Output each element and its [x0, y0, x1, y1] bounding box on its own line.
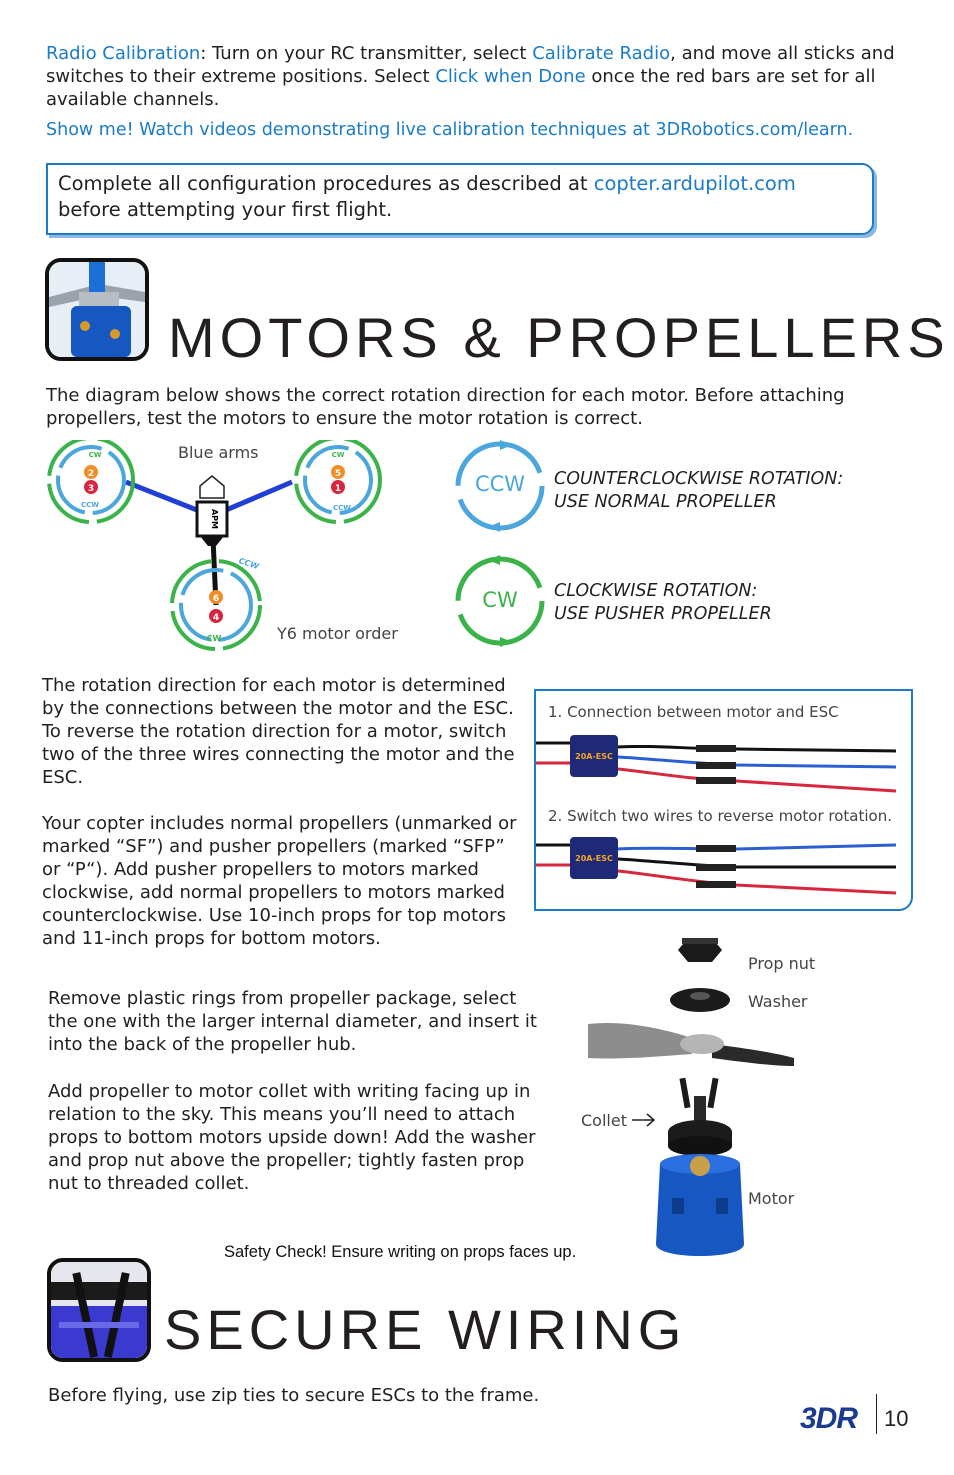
page-number: 10 [884, 1406, 909, 1431]
washer-label: Washer [748, 992, 808, 1011]
motor-icon [656, 1154, 744, 1256]
show-me-link[interactable]: Show me! Watch videos demonstrating live… [46, 120, 854, 140]
ardupilot-link[interactable]: copter.ardupilot.com [593, 172, 796, 195]
footer-divider [876, 1394, 877, 1434]
esc-caption-1: 1. Connection between motor and ESC [548, 703, 839, 721]
motor-group-left: 2 3 CW CCW [47, 440, 135, 524]
propeller-assembly-illustration [588, 938, 794, 1256]
apm-label: APM [210, 509, 219, 529]
secure-wiring-title: SECURE WIRING [164, 1298, 687, 1361]
radio-calibration-term: Radio Calibration [46, 43, 201, 64]
prop-nut-label: Prop nut [748, 954, 816, 973]
cw-label-left: CW [89, 451, 102, 459]
cw-badge: CW [482, 588, 518, 612]
motor-photo-icon [45, 258, 149, 361]
radio-calibration-paragraph: Radio Calibration: Turn on your RC trans… [46, 43, 895, 110]
prop-nut-icon [678, 938, 722, 962]
esc-wiring-panel: 1. Connection between motor and ESC 20A-… [534, 689, 913, 911]
y6-motor-order-caption: Y6 motor order [277, 624, 398, 643]
zip-ties-text: Before flying, use zip ties to secure ES… [48, 1385, 540, 1406]
motor-group-right: 5 1 CW CCW [294, 440, 382, 524]
esc-caption-2: 2. Switch two wires to reverse motor rot… [548, 807, 892, 825]
rotation-direction-text: The rotation direction for each motor is… [42, 675, 515, 788]
ccw-rotation-icon [455, 440, 545, 532]
propeller-mount-text: Add propeller to motor collet with writi… [48, 1081, 536, 1194]
esc-connection-photo: 20A-ESC [536, 735, 897, 793]
plastic-rings-text: Remove plastic rings from propeller pack… [48, 988, 537, 1055]
direction-arrow [199, 475, 225, 499]
propeller-icon [588, 1022, 794, 1066]
ccw-badge: CCW [474, 472, 526, 496]
motor-number-5: 5 [335, 469, 341, 479]
rotation-intro-text: The diagram below shows the correct rota… [46, 385, 845, 429]
motor-number-3: 3 [88, 484, 94, 494]
configuration-notice-box: Complete all configuration procedures as… [46, 163, 874, 235]
motor-label: Motor [748, 1189, 795, 1208]
safety-check-text: Safety Check! Ensure writing on props fa… [224, 1243, 577, 1261]
esc-label-1: 20A-ESC [575, 752, 613, 761]
esc-switched-photo: 20A-ESC [536, 837, 897, 895]
motors-propellers-title: MOTORS & PROPELLERS [168, 306, 950, 369]
y6-motor-diagram: APM 2 3 CW CCW 5 1 CW CCW 6 4 CCW CW [47, 440, 382, 651]
motor-number-6: 6 [213, 594, 219, 604]
wiring-photo-icon [47, 1258, 151, 1362]
blue-arms-label: Blue arms [178, 443, 259, 462]
motor-number-1: 1 [335, 484, 341, 494]
esc-label-2: 20A-ESC [575, 854, 613, 863]
ccw-label-left: CCW [81, 501, 99, 509]
motor-group-rear: 6 4 CCW CW [170, 556, 262, 651]
ccw-legend-text: COUNTERCLOCKWISE ROTATION: USE NORMAL PR… [554, 469, 844, 512]
cw-legend-text: CLOCKWISE ROTATION: USE PUSHER PROPELLER [554, 581, 772, 624]
motor-number-2: 2 [88, 469, 94, 479]
cw-label-right: CW [332, 451, 345, 459]
collet-arrow-icon [632, 1113, 656, 1127]
cw-label-rear: CW [207, 634, 222, 643]
cw-rotation-icon [455, 555, 545, 647]
propeller-types-text: Your copter includes normal propellers (… [42, 813, 517, 949]
collet-icon [668, 1077, 732, 1156]
motor-number-4: 4 [213, 613, 219, 623]
collet-label: Collet [581, 1111, 627, 1130]
calibrate-radio-link[interactable]: Calibrate Radio [532, 43, 671, 64]
washer-icon [670, 988, 730, 1012]
ccw-label-right: CCW [333, 504, 351, 512]
click-when-done-link[interactable]: Click when Done [435, 66, 586, 87]
3dr-logo: 3DR [800, 1402, 858, 1435]
